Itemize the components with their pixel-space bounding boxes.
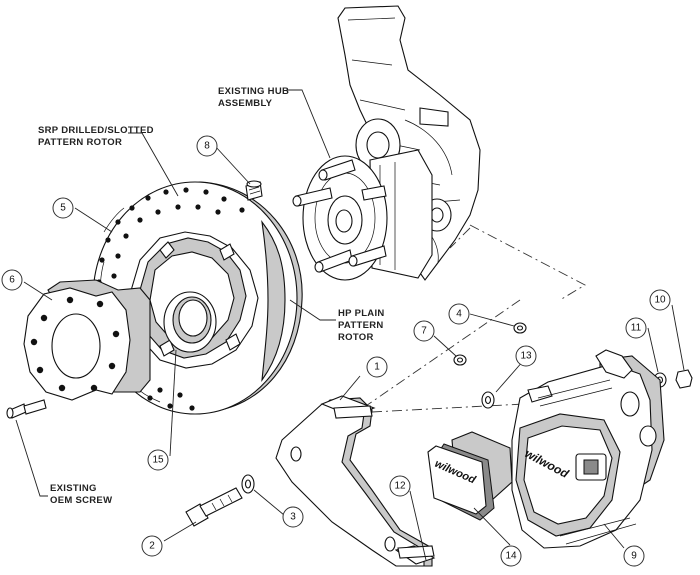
svg-text:1: 1 bbox=[374, 362, 380, 373]
svg-text:6: 6 bbox=[9, 275, 15, 286]
svg-text:10: 10 bbox=[654, 295, 666, 306]
bolt-8 bbox=[245, 180, 263, 201]
label-hp-rotor-line3: ROTOR bbox=[338, 332, 374, 343]
washer-4 bbox=[513, 322, 527, 334]
svg-text:11: 11 bbox=[631, 323, 642, 334]
callout-13: 13 bbox=[515, 345, 537, 367]
label-srp-rotor: SRP DRILLED/SLOTTED bbox=[38, 125, 154, 136]
hub-assembly bbox=[292, 149, 433, 281]
callout-1: 1 bbox=[366, 356, 388, 378]
callout-bubbles: 1 2 3 4 5 6 7 8 9 10 11 12 13 14 15 bbox=[1, 135, 671, 567]
callout-4: 4 bbox=[448, 303, 470, 325]
svg-text:3: 3 bbox=[290, 512, 296, 523]
svg-text:9: 9 bbox=[631, 551, 637, 562]
label-oem-screw-line2: OEM SCREW bbox=[50, 495, 112, 506]
callout-leaders bbox=[23, 145, 685, 561]
label-hp-rotor: HP PLAIN bbox=[338, 308, 385, 319]
callout-6: 6 bbox=[1, 269, 23, 291]
brake-pads: wilwood bbox=[427, 431, 513, 521]
label-oem-screw: EXISTING bbox=[50, 483, 97, 494]
callout-9: 9 bbox=[623, 545, 645, 567]
label-existing-hub: EXISTING HUB bbox=[218, 86, 289, 97]
hat-adapter bbox=[23, 279, 151, 401]
callout-10: 10 bbox=[649, 289, 671, 311]
svg-text:13: 13 bbox=[520, 351, 532, 362]
callout-12: 12 bbox=[389, 475, 411, 497]
svg-text:7: 7 bbox=[421, 326, 427, 337]
label-existing-hub-line2: ASSEMBLY bbox=[218, 98, 273, 109]
svg-text:4: 4 bbox=[456, 309, 462, 320]
callout-2: 2 bbox=[141, 535, 163, 557]
callout-7: 7 bbox=[413, 320, 435, 342]
callout-5: 5 bbox=[52, 197, 74, 219]
washer-13 bbox=[481, 391, 495, 409]
nut-10 bbox=[675, 369, 693, 389]
svg-text:8: 8 bbox=[204, 141, 210, 152]
callout-15: 15 bbox=[147, 449, 169, 471]
svg-text:12: 12 bbox=[394, 481, 406, 492]
washer-3 bbox=[241, 474, 255, 494]
callout-3: 3 bbox=[282, 506, 304, 528]
label-srp-rotor-line2: PATTERN ROTOR bbox=[38, 137, 122, 148]
label-hp-rotor-line2: PATTERN bbox=[338, 320, 384, 331]
callout-8: 8 bbox=[196, 135, 218, 157]
svg-text:15: 15 bbox=[152, 455, 164, 466]
callout-14: 14 bbox=[500, 545, 522, 567]
bracket-bolt bbox=[185, 487, 243, 527]
wheel-studs bbox=[292, 159, 387, 273]
label-leaders bbox=[15, 89, 336, 497]
svg-text:5: 5 bbox=[60, 203, 66, 214]
oem-screw bbox=[6, 399, 47, 419]
washer-7 bbox=[453, 354, 467, 366]
part-labels: EXISTING HUB ASSEMBLY SRP DRILLED/SLOTTE… bbox=[38, 86, 385, 506]
svg-text:2: 2 bbox=[149, 541, 155, 552]
svg-text:14: 14 bbox=[505, 551, 517, 562]
callout-11: 11 bbox=[625, 317, 647, 339]
caliper: wilwood bbox=[511, 349, 665, 549]
caliper-bracket bbox=[275, 395, 436, 567]
